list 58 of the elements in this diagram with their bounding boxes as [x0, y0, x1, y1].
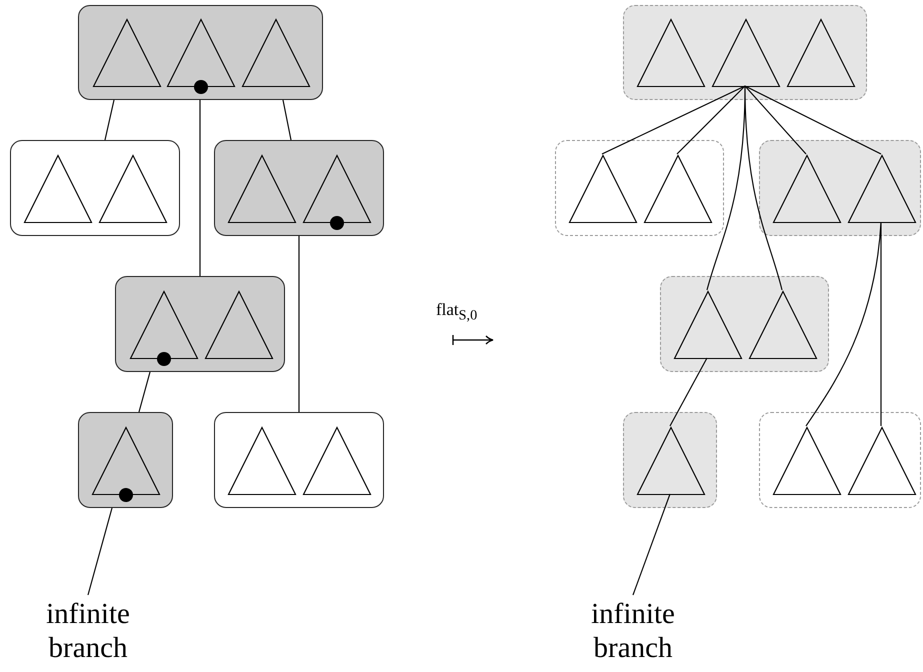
marker-dot — [119, 488, 133, 502]
triangle — [99, 155, 167, 223]
connector-line — [282, 100, 292, 140]
connector-line — [744, 86, 882, 154]
triangle — [712, 19, 780, 87]
triangle — [228, 155, 296, 223]
connector-line — [104, 100, 115, 140]
triangle — [848, 155, 916, 223]
triangle — [167, 19, 235, 87]
triangle — [92, 427, 160, 495]
branch-label: infinite branch — [573, 597, 693, 665]
connector-line — [806, 222, 882, 426]
marker-dot — [330, 216, 344, 230]
connector-line — [676, 86, 746, 154]
connector-line — [744, 86, 783, 290]
rounded-box — [214, 140, 384, 236]
branch-label: infinite branch — [28, 597, 148, 665]
triangle — [569, 155, 637, 223]
rounded-box — [555, 140, 724, 236]
triangle — [644, 155, 712, 223]
rounded-box — [623, 412, 717, 508]
triangle — [773, 155, 841, 223]
triangle — [130, 291, 198, 359]
connector-line — [298, 236, 300, 412]
marker-dot — [194, 80, 208, 94]
rounded-box — [660, 276, 829, 372]
marker-dot — [157, 352, 171, 366]
triangle — [848, 427, 916, 495]
connector-line — [880, 222, 882, 426]
triangle — [205, 291, 273, 359]
rounded-box — [214, 412, 384, 508]
triangle — [93, 19, 161, 87]
triangle — [303, 155, 371, 223]
connector-line — [602, 86, 746, 154]
rounded-box — [78, 5, 323, 100]
triangle — [749, 291, 817, 359]
connector-line — [632, 494, 671, 596]
rounded-box — [759, 412, 921, 508]
triangle — [24, 155, 92, 223]
triangle — [674, 291, 742, 359]
triangle — [773, 427, 841, 495]
triangle — [242, 19, 310, 87]
rounded-box — [10, 140, 180, 236]
rounded-box — [115, 276, 285, 372]
rounded-box — [78, 412, 173, 508]
connector-line — [670, 358, 708, 426]
triangle — [637, 427, 705, 495]
map-label: flat$_{S,0}$ — [436, 300, 478, 324]
triangle — [637, 19, 705, 87]
rounded-box — [623, 5, 867, 100]
connector-line — [199, 100, 201, 276]
triangle — [228, 427, 296, 495]
rounded-box — [759, 140, 921, 236]
connector-line — [87, 508, 113, 596]
triangle — [303, 427, 371, 495]
connector-line — [744, 86, 806, 154]
triangle — [787, 19, 855, 87]
connector-line — [138, 372, 151, 412]
